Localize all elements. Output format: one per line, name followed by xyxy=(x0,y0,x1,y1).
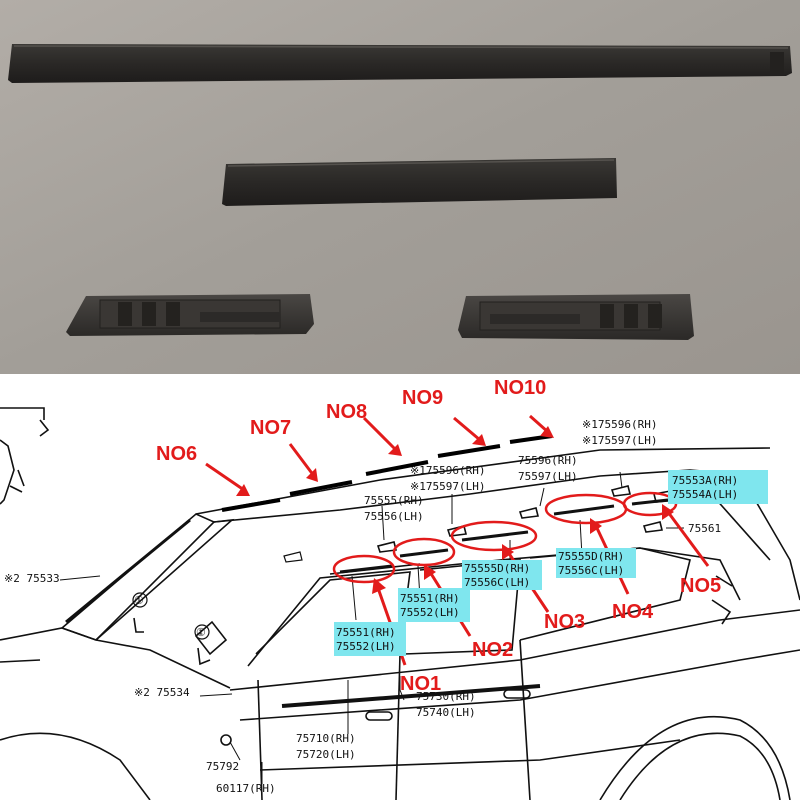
label-175596-rh-top: ※175596(RH) xyxy=(582,418,657,431)
label-75710-rh: 75710(RH) xyxy=(296,732,356,745)
red-circles xyxy=(332,491,678,584)
hl-75551-b xyxy=(398,588,470,622)
callout-no8: NO8 xyxy=(326,401,367,423)
hl-75553a xyxy=(668,470,768,504)
inset-box xyxy=(0,407,45,420)
label-75553a-rh: 75553A(RH) xyxy=(672,474,738,487)
label-clip-1: ① xyxy=(134,594,144,607)
clip-symbol-1 xyxy=(132,592,148,608)
callout-labels: NO1 NO2 NO3 NO4 NO5 NO6 NO7 NO8 NO9 NO10 xyxy=(156,377,721,695)
label-2-75533: ※2 75533 xyxy=(4,572,60,585)
label-75556c-lh-b: 75556C(LH) xyxy=(558,564,624,577)
circle-no3 xyxy=(450,520,538,552)
label-60117-rh: 60117(RH) xyxy=(216,782,276,795)
hl-75555d-b xyxy=(556,548,636,578)
right-clip-bracket xyxy=(458,294,694,340)
label-75554a-lh: 75554A(LH) xyxy=(672,488,738,501)
label-75556c-lh-a: 75556C(LH) xyxy=(464,576,530,589)
left-clip-bracket xyxy=(66,294,314,336)
label-75555d-rh-a: 75555D(RH) xyxy=(464,562,530,575)
label-2-75534: ※2 75534 xyxy=(134,686,190,699)
callout-no4: NO4 xyxy=(612,601,654,623)
label-75597-lh: 75597(LH) xyxy=(518,470,578,483)
label-75792: 75792 xyxy=(206,760,239,773)
circle-no1 xyxy=(332,554,396,584)
highlight-boxes xyxy=(334,470,768,656)
roof-segment-line xyxy=(221,434,553,512)
parts-diagram: ※175596(RH) ※175597(LH) 75596(RH) 75597(… xyxy=(0,374,800,801)
callout-no9: NO9 xyxy=(402,387,443,409)
label-175596-mid: ※175596(RH) xyxy=(410,464,485,477)
label-75551-rh-a: 75551(RH) xyxy=(336,626,396,639)
callout-no10: NO10 xyxy=(494,377,546,399)
label-75740-lh: 75740(LH) xyxy=(416,706,476,719)
label-75561: 75561 xyxy=(688,522,721,535)
label-175597-mid: ※175597(LH) xyxy=(410,480,485,493)
callout-no1: NO1 xyxy=(400,673,441,695)
callout-no2: NO2 xyxy=(472,639,513,661)
hl-75551-a xyxy=(334,622,406,656)
label-75552-lh-b: 75552(LH) xyxy=(400,606,460,619)
label-75555d-rh-b: 75555D(RH) xyxy=(558,550,624,563)
product-photo xyxy=(0,0,800,374)
hl-75555d-a xyxy=(462,560,542,590)
diagram-canvas: ※175596(RH) ※175597(LH) 75596(RH) 75597(… xyxy=(0,377,800,801)
label-75730-rh: 75730(RH) xyxy=(416,690,476,703)
label-clip-2: ① xyxy=(196,626,206,639)
label-75556-lh: 75556(LH) xyxy=(364,510,424,523)
callout-no7: NO7 xyxy=(250,417,291,439)
label-175597-lh-top: ※175597(LH) xyxy=(582,434,657,447)
photo-canvas xyxy=(0,0,800,374)
arrow-heads xyxy=(236,426,674,594)
short-trim-strip xyxy=(222,158,617,206)
label-75596-rh: 75596(RH) xyxy=(518,454,578,467)
label-75551-rh-b: 75551(RH) xyxy=(400,592,460,605)
clip-symbol-2 xyxy=(194,624,210,640)
callout-no3: NO3 xyxy=(544,611,585,633)
callout-no6: NO6 xyxy=(156,443,197,465)
part-labels: ※175596(RH) ※175597(LH) 75596(RH) 75597(… xyxy=(4,418,738,795)
label-75552-lh-a: 75552(LH) xyxy=(336,640,396,653)
label-75720-lh: 75720(LH) xyxy=(296,748,356,761)
long-trim-strip xyxy=(8,44,792,83)
label-75555-rh: 75555(RH) xyxy=(364,494,424,507)
callout-no5: NO5 xyxy=(680,575,721,597)
